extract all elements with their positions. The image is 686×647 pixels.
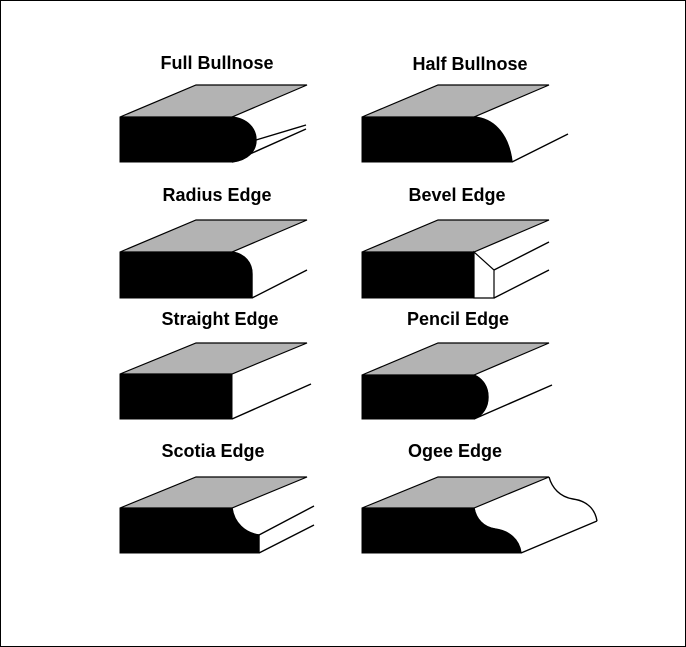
bottom-edge-line [251, 269, 308, 299]
label-ogee-edge: Ogee Edge [407, 441, 503, 461]
bottom-edge-line [511, 133, 569, 163]
label-bevel-edge: Bevel Edge [408, 185, 506, 205]
profile-full-bullnose [119, 84, 308, 163]
bottom-edge-line [493, 269, 550, 299]
bottom-edge-line [258, 524, 315, 554]
label-straight-edge: Straight Edge [161, 309, 279, 329]
bottom-edge-line [473, 384, 553, 420]
edge-line [255, 124, 307, 141]
label-scotia-edge: Scotia Edge [161, 441, 265, 461]
top-face [119, 476, 308, 509]
bevel-face [473, 250, 495, 299]
top-face [361, 476, 550, 509]
top-face [361, 84, 550, 118]
top-face [119, 84, 308, 118]
bottom-edge-line [520, 520, 598, 554]
front-face [361, 251, 475, 299]
bottom-edge-line [231, 383, 312, 420]
bottom-edge-line [231, 128, 307, 163]
bevel-edge-line [493, 241, 550, 271]
ogee-back-curve [548, 476, 598, 522]
front-face [119, 251, 253, 299]
profile-pencil-edge [361, 342, 553, 420]
scotia-curve [231, 507, 260, 553]
profile-scotia-edge [119, 476, 315, 554]
top-face [119, 342, 308, 375]
half-bullnose-curve [473, 116, 513, 163]
profile-bevel-edge [361, 219, 550, 299]
front-face [361, 116, 513, 163]
front-face [361, 507, 522, 554]
front-face [119, 116, 257, 163]
profile-half-bullnose [361, 84, 569, 163]
top-face [361, 219, 550, 253]
top-face [361, 342, 550, 376]
pencil-curve [473, 374, 489, 420]
label-half-bullnose: Half Bullnose [412, 54, 528, 74]
front-face [119, 373, 233, 420]
profile-ogee-edge [361, 476, 598, 554]
radius-curve [231, 251, 253, 298]
profile-straight-edge [119, 342, 312, 420]
front-face [361, 374, 489, 420]
front-face [119, 507, 260, 554]
profile-radius-edge [119, 219, 308, 299]
label-pencil-edge: Pencil Edge [406, 309, 510, 329]
top-face [119, 219, 308, 253]
label-full-bullnose: Full Bullnose [160, 53, 274, 73]
mid-edge-line [258, 505, 315, 536]
ogee-curve [473, 507, 522, 554]
label-radius-edge: Radius Edge [162, 185, 272, 205]
